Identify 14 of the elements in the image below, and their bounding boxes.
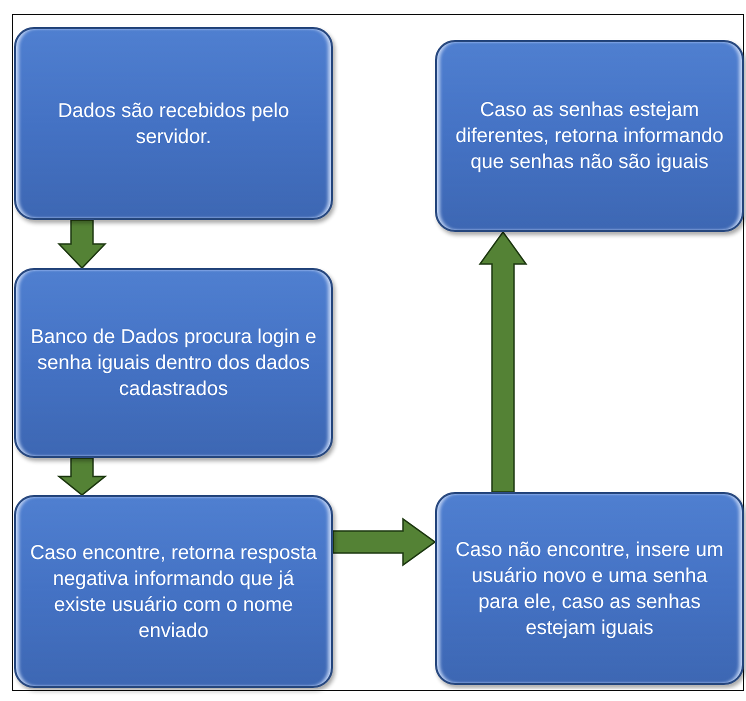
box-text: Caso encontre, retorna resposta negativa informando que já existe usuário com o nome enviado [30, 540, 317, 644]
block-arrow [57, 219, 107, 270]
box-text: Banco de Dados procura login e senha iguais dentro dos dados cadastrados [30, 325, 317, 402]
process-box [435, 492, 744, 685]
process-box [14, 495, 333, 688]
box-text: Caso não encontre, insere um usuário novo e uma senha para ele, caso as senhas estejam iguais [454, 538, 724, 640]
process-box [435, 40, 744, 232]
box-text: Dados são recebidos pelo servidor. [56, 98, 290, 150]
process-box [14, 268, 333, 458]
process-box [14, 27, 333, 220]
box-text: Caso as senhas estejam diferentes, retorna informando que senhas não são iguais [454, 98, 724, 175]
block-arrow [332, 518, 436, 566]
block-arrow [478, 230, 528, 493]
block-arrow [56, 457, 108, 496]
